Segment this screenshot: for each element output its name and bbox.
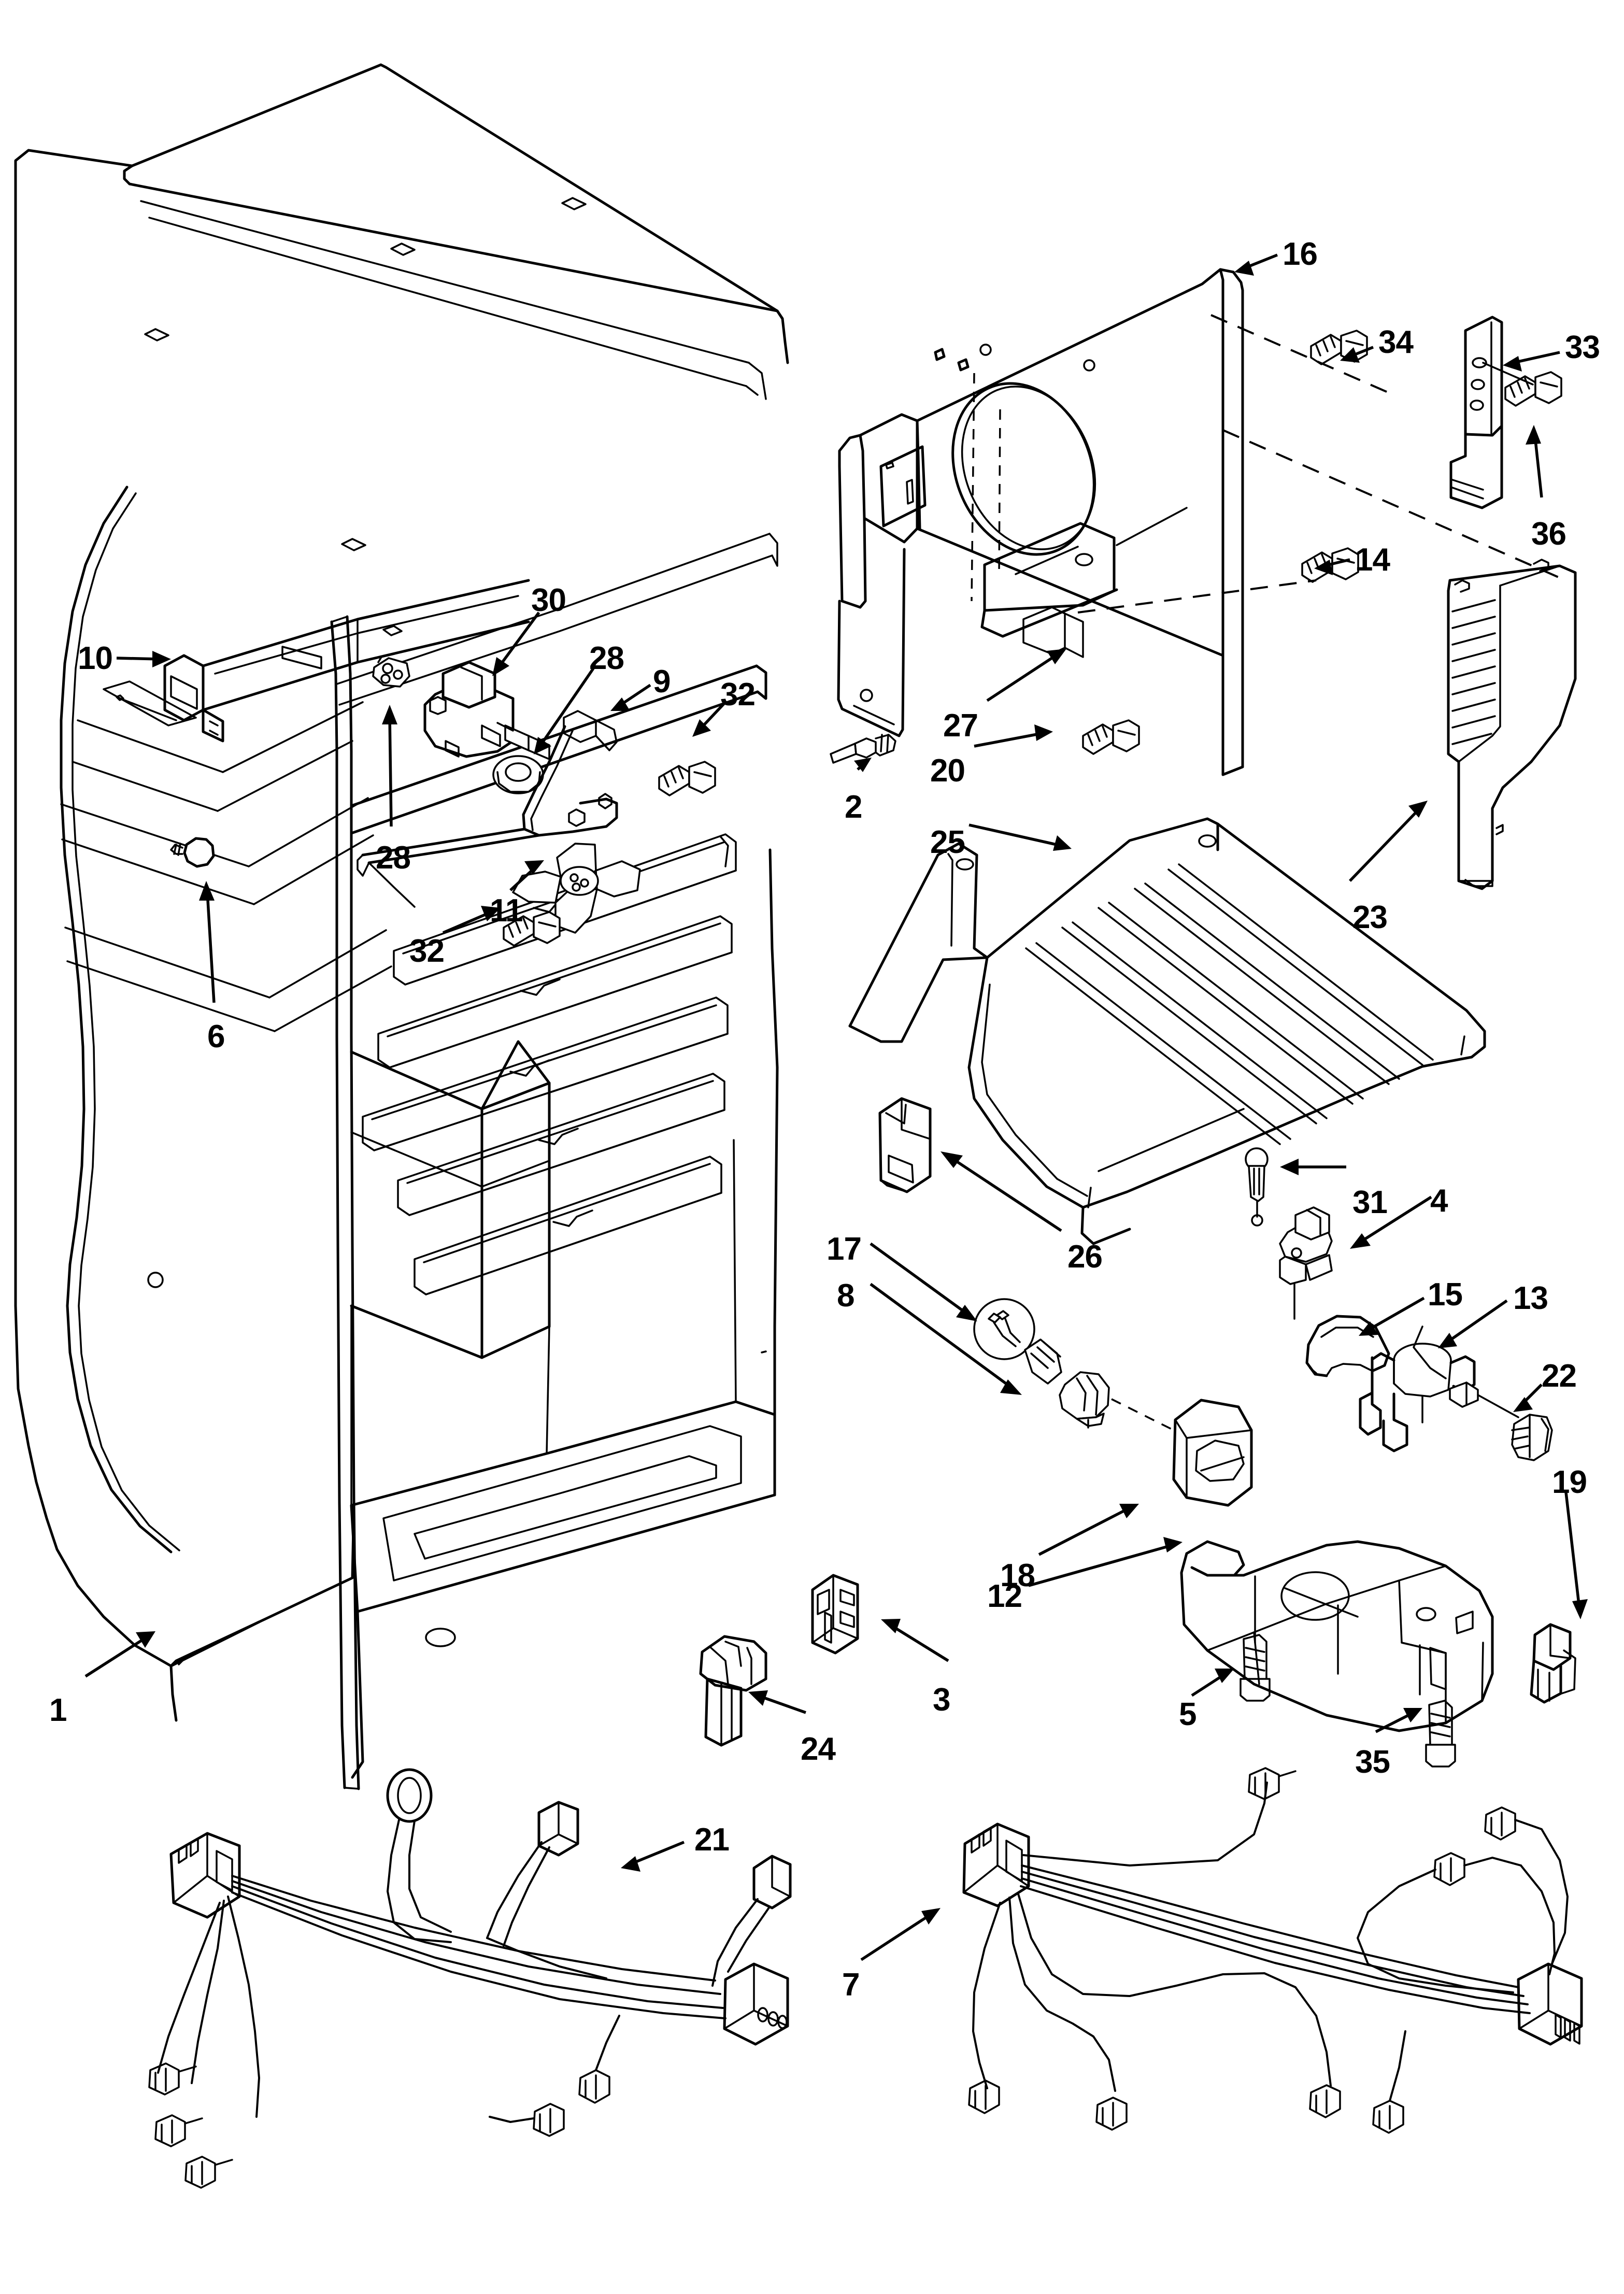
callout-number: 2 (845, 789, 862, 825)
callout-number: 23 (1352, 900, 1388, 935)
callout-number: 13 (1513, 1280, 1548, 1316)
light-socket (1059, 1371, 1174, 1431)
terminal-spade (1372, 2030, 1406, 2134)
callout-number: 21 (694, 1822, 730, 1858)
defrost-thermostat (1359, 1326, 1519, 1452)
callout-number: 25 (930, 824, 965, 860)
cabinet-liner-group (14, 63, 789, 1790)
screw-35 (1425, 1700, 1456, 1768)
evaporator-cover (848, 817, 1486, 1245)
wire-harness-right (962, 1767, 1583, 2134)
callout-number: 3 (933, 1682, 950, 1718)
callout-number: 19 (1552, 1464, 1587, 1500)
callout-number: 17 (827, 1231, 862, 1267)
wire-clip-22 (1511, 1414, 1553, 1461)
relay-plug (699, 1635, 767, 1747)
callout-number: 6 (207, 1019, 225, 1055)
wire-harness-left (148, 1768, 792, 2189)
terminal-spade (148, 2062, 197, 2096)
air-duct-cover (1447, 559, 1577, 890)
callout-number: 5 (1179, 1697, 1196, 1732)
screw-34 (1310, 330, 1368, 365)
terminal-spade (1433, 1852, 1522, 1886)
callout-number: 18 (1000, 1558, 1035, 1593)
terminal-spade (1484, 1806, 1569, 1965)
callout-number: 10 (78, 640, 113, 676)
terminal-spade (154, 2114, 203, 2147)
callout-number: 34 (1378, 324, 1414, 360)
terminal-spade (1095, 2097, 1128, 2131)
callout-number: 31 (1352, 1185, 1388, 1220)
callout-number: 20 (930, 753, 965, 789)
mounting-bracket-27 (1022, 606, 1084, 658)
defrost-timer (1279, 1206, 1333, 1320)
hinge-bracket (1449, 316, 1534, 509)
drain-trough-clip (878, 1097, 932, 1193)
callout-number: 28 (376, 840, 411, 876)
fan-blade (512, 843, 641, 934)
screw-20 (1082, 719, 1140, 755)
callout-number: 16 (1283, 236, 1318, 272)
callout-number: 15 (1428, 1277, 1463, 1313)
rear-panel (837, 268, 1560, 776)
drain-pan (1180, 1540, 1494, 1732)
evaporator-fan-motor (423, 661, 550, 760)
screw-32-right (658, 761, 716, 796)
callout-number: 22 (1542, 1358, 1577, 1394)
callout-number: 27 (943, 708, 978, 744)
fan-motor-grommet-left (372, 654, 410, 688)
terminal-spade (489, 2103, 565, 2137)
callout-number: 14 (1355, 542, 1390, 578)
light-bulb (973, 1298, 1062, 1385)
callout-number: 11 (490, 893, 523, 929)
wire-connector (1530, 1623, 1576, 1704)
callout-number: 9 (653, 664, 671, 700)
callout-number: 32 (409, 933, 445, 969)
terminal-spade (1248, 1767, 1297, 1800)
screw-36 (1504, 371, 1562, 407)
plug-button-2 (830, 734, 896, 764)
terminal-spade (184, 2156, 233, 2189)
callout-number: 28 (589, 640, 624, 676)
terminal-spade (578, 2015, 620, 2104)
leader-lines (84, 253, 1588, 1961)
callout-number: 33 (1565, 330, 1600, 365)
terminal-spade (1309, 2084, 1341, 2118)
callout-number: 7 (842, 1967, 860, 2003)
callout-number: 24 (801, 1731, 836, 1767)
callout-number: 12 (987, 1578, 1022, 1614)
callout-number: 32 (720, 677, 756, 713)
fan-bracket (357, 710, 618, 908)
drain-plug-part (170, 837, 215, 868)
callout-number: 35 (1355, 1744, 1390, 1780)
terminal-block (811, 1574, 859, 1655)
push-pin (1245, 1147, 1269, 1227)
shelf-support-bracket (116, 694, 177, 721)
callout-number: 8 (837, 1278, 854, 1314)
callout-number: 36 (1531, 516, 1566, 552)
screw-5 (1240, 1634, 1271, 1702)
callout-number: 26 (1067, 1239, 1103, 1275)
callout-number: 4 (1430, 1183, 1448, 1219)
callout-number: 1 (49, 1692, 67, 1728)
retainer-clip (1305, 1315, 1390, 1377)
screw-32-left (503, 911, 561, 947)
light-housing (1172, 1399, 1253, 1507)
callout-number: 30 (531, 582, 566, 618)
terminal-spade (968, 2079, 1000, 2114)
